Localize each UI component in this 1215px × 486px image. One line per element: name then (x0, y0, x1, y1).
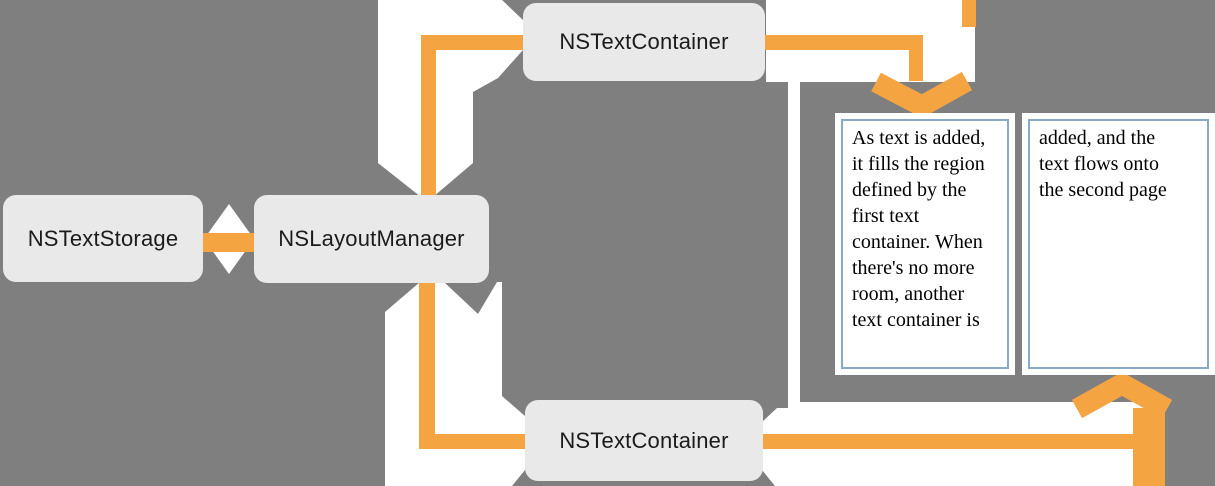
box-nstextcontainer-top-label: NSTextContainer (559, 29, 729, 54)
white-strip-icon (788, 82, 800, 402)
connector-storage-layout (200, 233, 256, 252)
box-nstextstorage: NSTextStorage (3, 195, 203, 282)
page-2: added, and the text flows onto the secon… (1022, 113, 1215, 375)
page-2-border: added, and the text flows onto the secon… (1028, 119, 1209, 369)
connector-top-shaft (909, 48, 923, 81)
box-nslayoutmanager: NSLayoutManager (254, 195, 489, 283)
connector-top-stub (962, 0, 976, 27)
box-nstextcontainer-bottom-label: NSTextContainer (559, 427, 729, 453)
flow-arrow-up-icon (1071, 371, 1173, 419)
connector-top-vertical (421, 35, 436, 196)
connector-bottom-shaft (1133, 408, 1165, 486)
box-nstextstorage-label: NSTextStorage (27, 225, 179, 251)
flow-arrow-down-icon (871, 71, 973, 118)
box-nstextcontainer-top: NSTextContainer (523, 3, 765, 81)
box-nslayoutmanager-label: NSLayoutManager (278, 226, 465, 251)
page-1: As text is added, it fills the region de… (835, 113, 1015, 375)
connector-bottom-vertical (419, 282, 435, 449)
box-nstextcontainer-bottom: NSTextContainer (525, 400, 763, 481)
page-1-border: As text is added, it fills the region de… (841, 119, 1009, 369)
page-1-text: As text is added, it fills the region de… (852, 127, 986, 331)
page-2-text: added, and the text flows onto the secon… (1039, 127, 1167, 201)
